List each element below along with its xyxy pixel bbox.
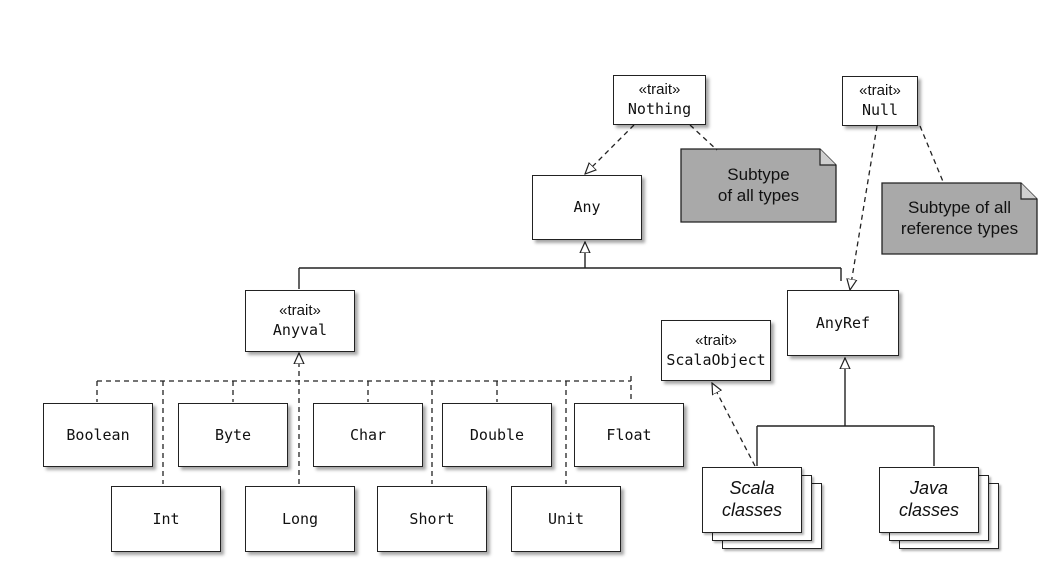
short-name: Short [409, 509, 455, 528]
null-note-link [919, 125, 945, 185]
node-unit: Unit [511, 486, 621, 552]
char-name: Char [349, 425, 387, 444]
null-note: Subtype of all reference types [882, 183, 1037, 254]
node-any: Any [532, 175, 642, 240]
scala-classes-line2: classes [721, 500, 783, 520]
scala-classes-line1: Scala [729, 478, 775, 499]
unit-name: Unit [547, 509, 585, 528]
nothing-stereotype: «trait» [638, 81, 681, 99]
nothing-note-fold [819, 149, 836, 166]
int-name: Int [152, 509, 180, 528]
node-int: Int [111, 486, 221, 552]
scala-to-scalaobject-edge [712, 383, 756, 467]
null-note-fold [1020, 183, 1037, 200]
node-boolean: Boolean [43, 403, 153, 467]
node-anyref: AnyRef [787, 290, 899, 356]
java-classes-line1: Java [909, 478, 949, 499]
long-name: Long [281, 509, 319, 528]
scalaobject-stereotype: «trait» [695, 331, 737, 349]
nothing-to-any-edge [585, 124, 635, 174]
nothing-note-link [689, 124, 718, 151]
anyval-stereotype: «trait» [279, 302, 321, 320]
node-float: Float [574, 403, 684, 467]
null-note-line2: reference types [900, 218, 1019, 238]
node-scalaobject: «trait» ScalaObject [661, 320, 771, 381]
nothing-note-line1: Subtype [727, 165, 790, 185]
node-null: «trait» Null [842, 76, 918, 126]
node-short: Short [377, 486, 487, 552]
null-name: Null [861, 101, 899, 119]
null-note-shape [881, 182, 1038, 255]
scala-classes-label: Scala classes [702, 467, 802, 533]
node-anyval: «trait» Anyval [245, 290, 355, 352]
node-char: Char [313, 403, 423, 467]
nothing-name: Nothing [627, 100, 692, 118]
double-name: Double [469, 425, 525, 444]
java-classes-label: Java classes [879, 467, 979, 533]
nothing-note-line2: of all types [717, 185, 800, 205]
scala-sheet-front [702, 467, 802, 533]
nothing-note: Subtype of all types [681, 149, 836, 222]
null-stereotype: «trait» [859, 82, 901, 100]
byte-name: Byte [214, 425, 252, 444]
scalaobject-name: ScalaObject [666, 350, 766, 369]
node-byte: Byte [178, 403, 288, 467]
node-nothing: «trait» Nothing [613, 75, 706, 125]
anyval-name: Anyval [272, 321, 328, 339]
null-note-line1: Subtype of all [907, 198, 1011, 218]
node-scala-classes: Scala classes [702, 467, 826, 553]
nothing-note-shape [680, 148, 837, 223]
null-to-anyref-edge [850, 125, 878, 290]
node-double: Double [442, 403, 552, 467]
node-long: Long [245, 486, 355, 552]
boolean-name: Boolean [66, 425, 130, 444]
float-name: Float [606, 425, 652, 444]
java-classes-line2: classes [898, 500, 960, 520]
java-sheet-front [879, 467, 979, 533]
any-name: Any [573, 198, 601, 217]
anyref-name: AnyRef [815, 313, 871, 332]
node-java-classes: Java classes [879, 467, 1003, 553]
